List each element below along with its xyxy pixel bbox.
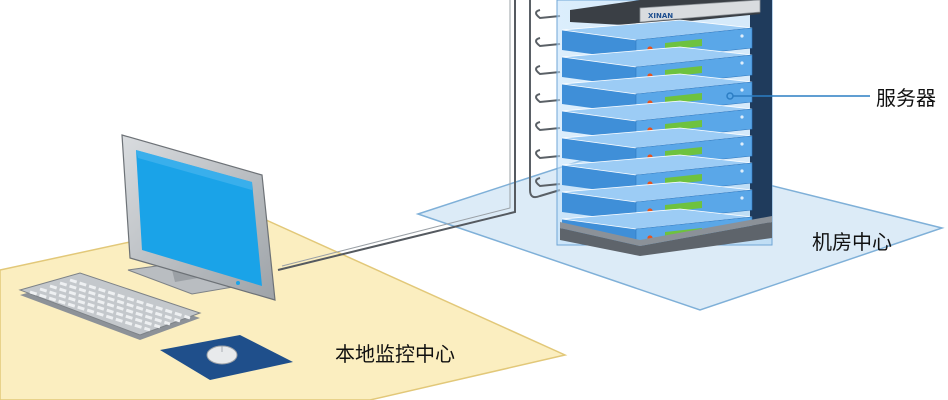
server-rack: XINAN (557, 0, 772, 256)
local-monitoring-label: 本地监控中心 (335, 338, 455, 367)
rack-brand-text: XINAN (648, 12, 673, 20)
server-label: 服务器 (876, 82, 936, 111)
machine-room-label: 机房中心 (812, 226, 892, 255)
rack-cable-bundle (530, 0, 560, 197)
monitor (122, 135, 275, 300)
monitor-power-led (236, 281, 240, 285)
